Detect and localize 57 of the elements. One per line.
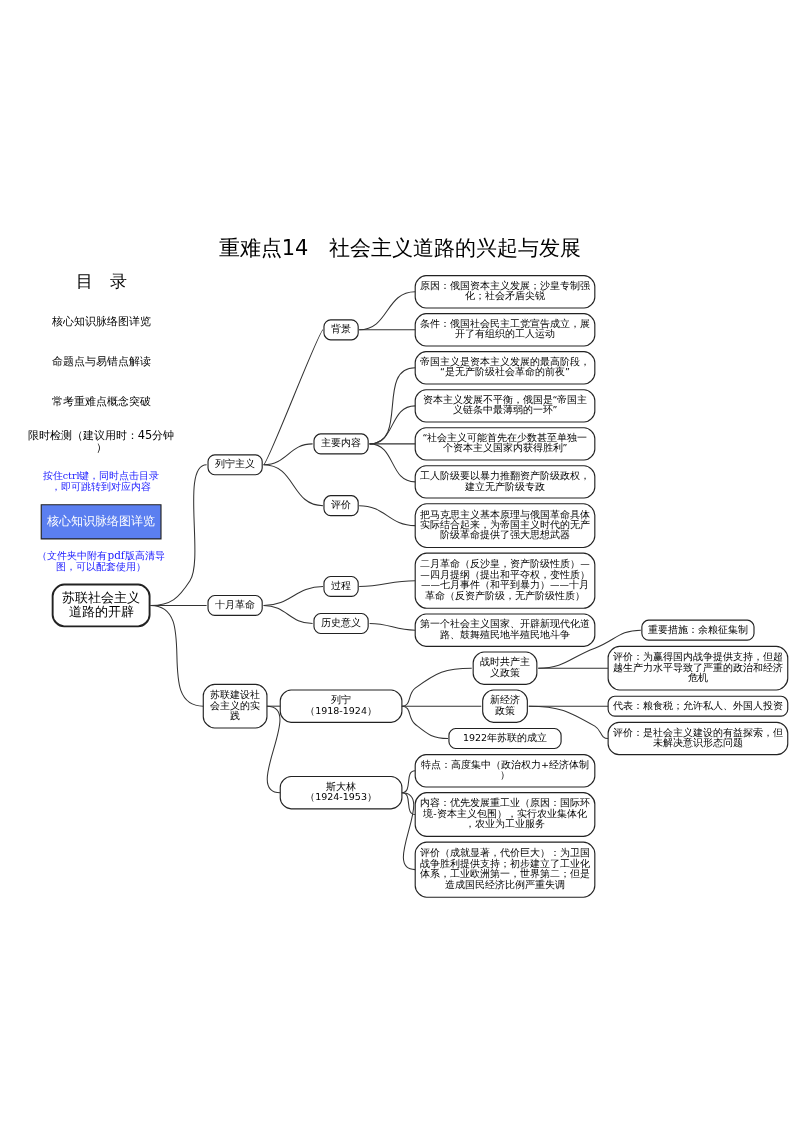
label: 核心知识脉络图详览 [47,514,156,529]
connector [150,604,204,707]
node-box: 历史意义 [313,612,369,635]
node-box: 背景 [323,319,359,341]
node-box: 评价：是社会主义建设的有益探索，但未解决意识形态问题 [607,721,789,756]
label: （文件夹中附有pdf版高清导图，可以配套使用） [37,548,165,573]
connector [401,705,449,739]
connector [358,329,416,331]
node-box: “社会主义可能首先在少数甚至单独一个资本主义国家内获得胜利” [414,427,596,461]
label: 核心知识脉络图详览 [51,314,151,329]
node-box: 评价：为赢得国内战争提供支持，但超越生产力水平导致了严重的政治和经济危机 [607,645,789,691]
node-box: 条件：俄国社会民主工党宣告成立，展开了有组织的工人运动 [414,313,596,347]
connector [401,667,473,707]
connector [369,443,416,483]
node-box: 第一个社会主义国家、开辟新现代化道路、鼓舞殖民地半殖民地斗争 [414,613,596,647]
connector [358,580,416,587]
node-box: 过程 [323,575,359,597]
diagram-title: 重难点14 社会主义道路的兴起与发展 [218,236,582,261]
connector [537,667,609,669]
node-box: 苏联社会主义道路的开辟 [51,583,151,628]
label: 目 录 [75,270,127,291]
label: 限时检测（建议用时：45分钟） [27,427,175,455]
node-box: 资本主义发展不平衡，俄国是“帝国主义链条中最薄弱的一环” [414,389,596,423]
node-box: 战时共产主义政策 [472,651,538,685]
node-box: 原因：俄国资本主义发展；沙皇专制强化；社会矛盾尖锐 [414,275,596,309]
connector [369,622,416,631]
node-box: 评价 [323,495,359,517]
node-box: 列宁主义 [207,454,263,476]
connector [358,505,416,527]
node-box: 特点：高度集中（政治权力+经济体制） [414,754,596,788]
connector [401,792,416,871]
connector [401,792,416,816]
node-box: 内容：优先发展重工业（原因：国际环境-资本主义包围），实行农业集体化，农业为工业服务 [414,792,596,837]
node-box: 1922年苏联的成立 [448,727,562,750]
connector [358,291,416,331]
node-box: 二月革命（反沙皇，资产阶级性质）——四月提纲（提出和平夺权，变性质）——七月事件（和平到暴力）——十月革命（反资产阶级，无产阶级性质） [414,552,596,609]
connector [537,629,642,669]
node-box: 帝国主义是资本主义发展的最高阶段，“是无产阶级社会革命的前夜” [414,351,596,385]
node-box: 列宁 （1918-1924） [279,689,403,723]
label: 常考重难点概念突破 [51,394,151,409]
label: 命题点与易错点解读 [51,354,151,369]
node-box: 新经济政策 [482,689,528,723]
connector [263,329,324,466]
connector [263,604,314,625]
node-box: 苏联建设社会主义的实践 [202,683,268,729]
node-box: 评价（成就显著，代价巨大）：为卫国战争胜利提供支持；初步建立了工业化体系，工业欧洲第一，世界第二；但是造成国民经济比例严重失调 [414,841,596,898]
node-box: 代表：粮食税；允许私人、外国人投资 [607,695,789,717]
node-box: 主要内容 [313,433,369,455]
node-box: 十月革命 [207,594,263,616]
node-box: 斯大林 （1924-1953） [279,775,403,810]
node-box: 重要措施：余粮征集制 [641,619,755,641]
connector [528,705,609,739]
node-box: 把马克思主义基本原理与俄国革命具体实际结合起来，为帝国主义时代的无产阶级革命提供了强大思想武器 [414,503,596,549]
node-box: 工人阶级要以暴力推翻资产阶级政权，建立无产阶级专政 [414,465,596,499]
connector [263,464,324,507]
connector [401,770,416,794]
label: 按住ctrl键，同时点击目录，即可跳转到对应内容 [42,470,160,492]
